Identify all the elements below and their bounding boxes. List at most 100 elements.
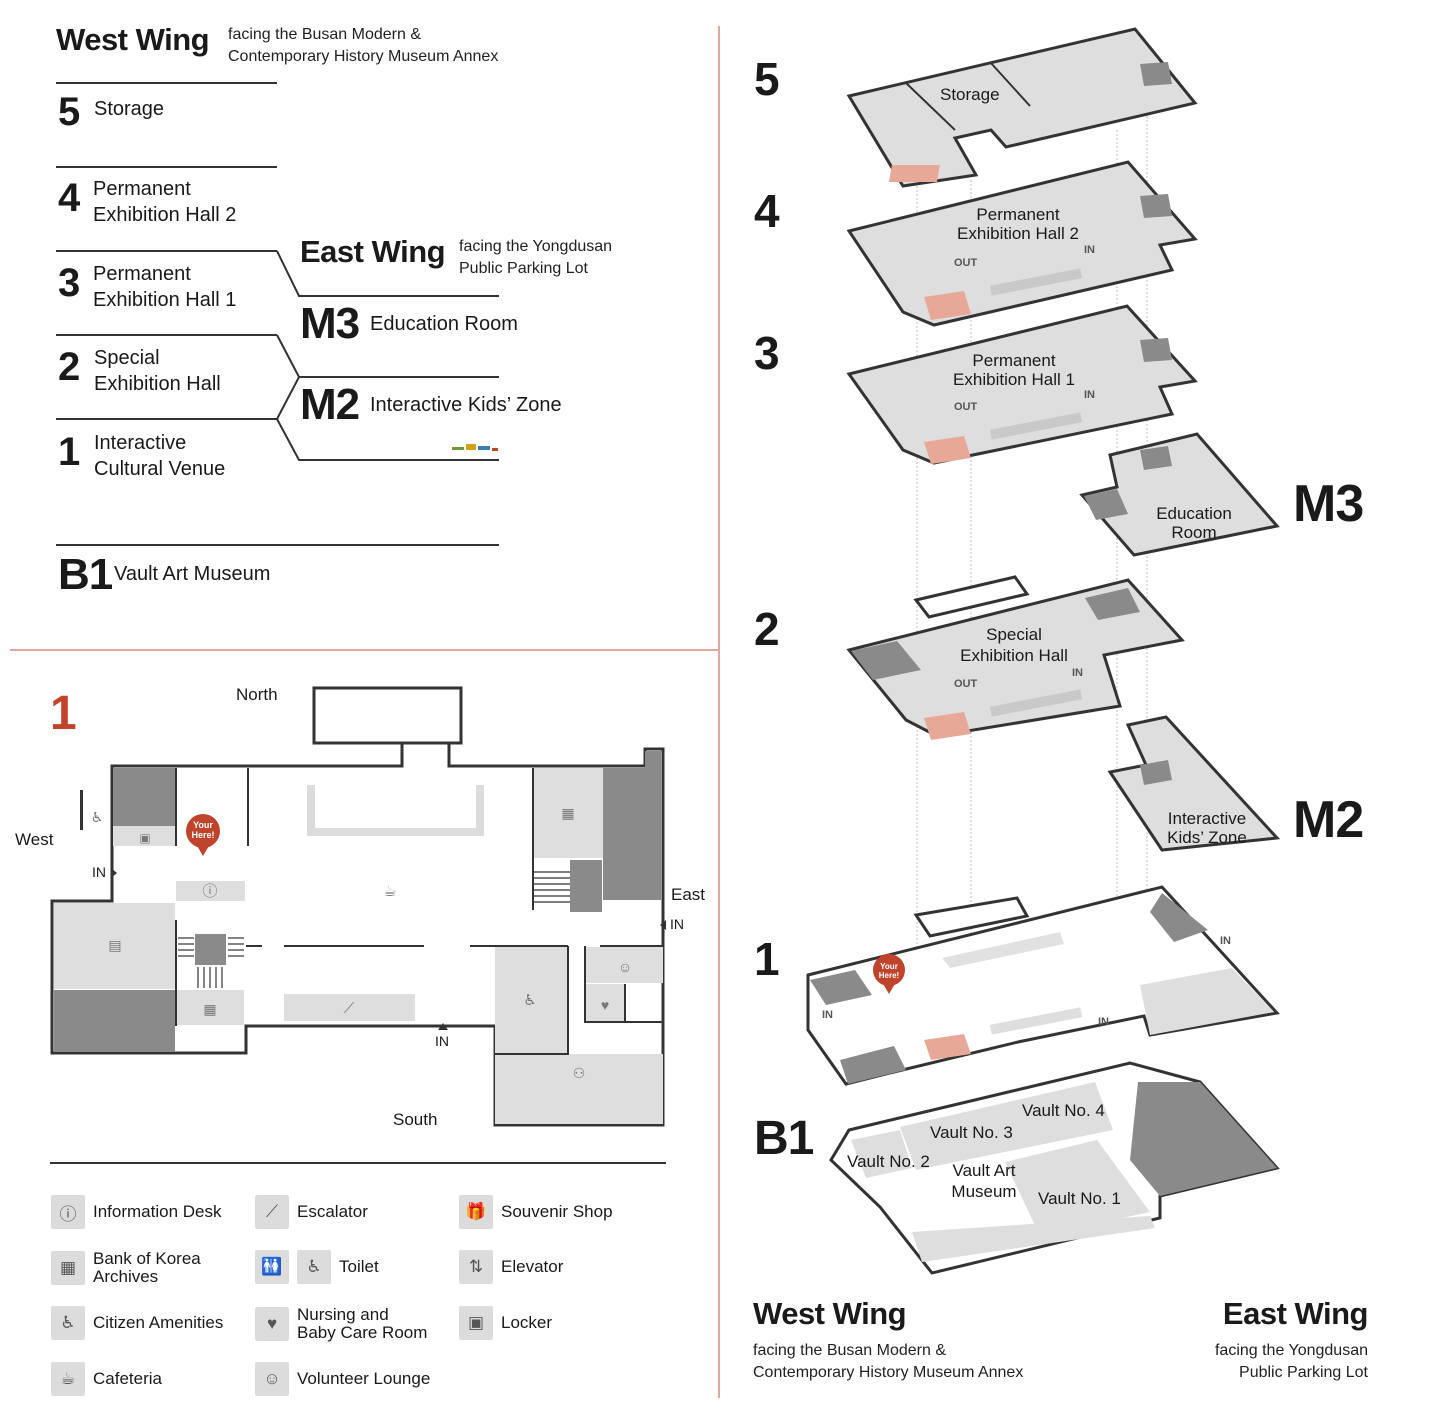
axon-in-label-1f-east: IN: [1220, 935, 1231, 947]
archives-icon: ▦: [51, 1251, 85, 1285]
volunteer-lounge-icon: ☺: [255, 1362, 289, 1396]
south-label: South: [393, 1110, 438, 1129]
legend-volunteer-lounge: ☺ Volunteer Lounge: [255, 1362, 430, 1396]
floor-b1-number: B1: [58, 550, 113, 599]
axon-kids-label: Interactive Kids’ Zone: [1167, 809, 1247, 847]
legend-locker: ▣ Locker: [459, 1306, 552, 1340]
archives-room: [533, 768, 603, 858]
legend-souvenir-shop: 🎁 Souvenir Shop: [459, 1195, 613, 1229]
toilet-icon: ♿: [523, 992, 536, 1009]
axon-pe1-label: Permanent Exhibition Hall 1: [953, 351, 1075, 389]
axon-in-label-2f: IN: [1072, 667, 1083, 679]
divider-line: [56, 418, 277, 420]
first-floor-plan: ⓘ ☕ ▤ ▦ ⟋ ▦ ♿ ⚇ ☺ ♥ ▣ ♿: [50, 686, 666, 1127]
axon-vault4-label: Vault No. 4: [1022, 1101, 1105, 1120]
west-label: West: [15, 830, 54, 849]
legend-nursing-room: ♥ Nursing and Baby Care Room: [255, 1306, 427, 1342]
wheelchair-icon: ♿: [91, 809, 104, 825]
bottom-west-wing-title: West Wing: [753, 1296, 907, 1331]
info-icon: ⓘ: [51, 1195, 85, 1229]
divider-line: [56, 544, 499, 546]
east-wing-title: East Wing: [300, 234, 446, 269]
axon-floor-2: [846, 575, 1185, 740]
elevator-icon: ⇅: [459, 1250, 493, 1284]
you-are-here-marker: [186, 814, 220, 856]
souvenir-shop-icon: ▤: [108, 937, 121, 953]
volunteer-lounge-icon: ☺: [618, 959, 632, 975]
legend-elevator: ⇅ Elevator: [459, 1250, 563, 1284]
south-entrance-label: IN: [435, 1033, 449, 1049]
axon-floor-1: [806, 885, 1280, 1086]
axon-pe2-label: Permanent Exhibition Hall 2: [957, 205, 1079, 243]
souvenir-shop-room: [54, 903, 175, 989]
legend-toilet: 🚻 ♿ Toilet: [255, 1250, 379, 1284]
west-entrance-arrow: [111, 868, 117, 878]
south-entrance-arrow: [438, 1023, 448, 1030]
north-label: North: [236, 685, 278, 704]
floor-4-label: Permanent Exhibition Hall 2: [93, 178, 237, 226]
axon-in-label-1f-south: IN: [1098, 1016, 1109, 1028]
nursing-room-icon: ♥: [601, 997, 609, 1013]
you-are-here-label: Your Here!: [191, 820, 215, 840]
bottom-east-wing-title: East Wing: [1222, 1296, 1369, 1331]
axon-floor-4: [846, 160, 1198, 327]
legend-cafeteria: ☕ Cafeteria: [51, 1362, 162, 1396]
escalator-icon: ⟋: [344, 1000, 355, 1017]
axon-floor-m3: [1079, 432, 1280, 557]
axon-education-label: Education Room: [1156, 504, 1232, 542]
axon-storage-label: Storage: [940, 85, 1000, 104]
axon-floor-1-number: 1: [754, 933, 780, 985]
wheelchair-icon: ♿: [297, 1250, 331, 1284]
axonometric-floor-stack: [806, 27, 1281, 1275]
axon-floor-3: [846, 304, 1198, 465]
legend-archives: ▦ Bank of Korea Archives: [51, 1250, 201, 1286]
floor-b1-label: Vault Art Museum: [114, 563, 271, 585]
axon-vault1-label: Vault No. 1: [1038, 1189, 1121, 1208]
legend-divider: [50, 1162, 666, 1164]
connector-lines: [276, 250, 499, 461]
dark-room-east: [603, 751, 661, 900]
floor-m2-number: M2: [300, 380, 360, 429]
east-entrance-label: IN: [670, 916, 684, 932]
floor-m3-label: Education Room: [370, 313, 518, 335]
axon-floor-5-number: 5: [754, 53, 780, 105]
axon-in-label-1f-west: IN: [822, 1009, 833, 1021]
info-desk: [176, 881, 245, 901]
axon-floor-5: [846, 27, 1198, 188]
floor-2-label: Special Exhibition Hall: [94, 347, 221, 395]
axon-floor-m2: [1107, 715, 1281, 852]
legend-escalator: ⟋ Escalator: [255, 1195, 368, 1229]
divider-line: [56, 334, 277, 336]
bottom-west-wing-subtitle: facing the Busan Modern & Contemporary H…: [753, 1342, 1024, 1381]
floor-1-number: 1: [58, 430, 81, 474]
kids-zone-logo: [452, 438, 500, 456]
axon-floor-m2-number: M2: [1293, 791, 1364, 849]
locker-icon: ▣: [459, 1306, 493, 1340]
west-entrance-label: IN: [92, 864, 106, 880]
divider-line: [56, 250, 277, 252]
horizontal-divider: [10, 649, 720, 651]
floor-2-number: 2: [58, 345, 81, 389]
axon-you-are-here-label: Your Here!: [878, 962, 900, 980]
axon-in-label-3f: IN: [1084, 389, 1095, 401]
toilet-icon: 🚻: [255, 1250, 289, 1284]
elevator-icon: ▦: [203, 1001, 216, 1017]
vertical-divider: [718, 26, 720, 1398]
axon-floor-b1: [829, 1061, 1280, 1275]
bottom-east-wing-subtitle: facing the Yongdusan Public Parking Lot: [1214, 1342, 1368, 1381]
west-wing-subtitle: facing the Busan Modern & Contemporary H…: [228, 26, 499, 65]
east-wing-subtitle: facing the Yongdusan Public Parking Lot: [459, 238, 613, 277]
axon-out-label-2f: OUT: [954, 678, 978, 690]
archives-icon: ▦: [561, 805, 574, 821]
divider-line: [56, 166, 277, 168]
legend-information-desk: ⓘ Information Desk: [51, 1195, 222, 1229]
east-label: East: [671, 885, 706, 904]
axon-floor-4-number: 4: [754, 185, 780, 237]
divider-line: [56, 82, 277, 84]
axon-vault3-label: Vault No. 3: [930, 1123, 1013, 1142]
floor-5-number: 5: [58, 90, 81, 134]
citizen-amenities-icon: ⚇: [573, 1065, 586, 1081]
legend-citizen-amenities: ♿ Citizen Amenities: [51, 1306, 223, 1340]
north-annex: [312, 686, 463, 745]
west-wing-title: West Wing: [56, 22, 210, 57]
